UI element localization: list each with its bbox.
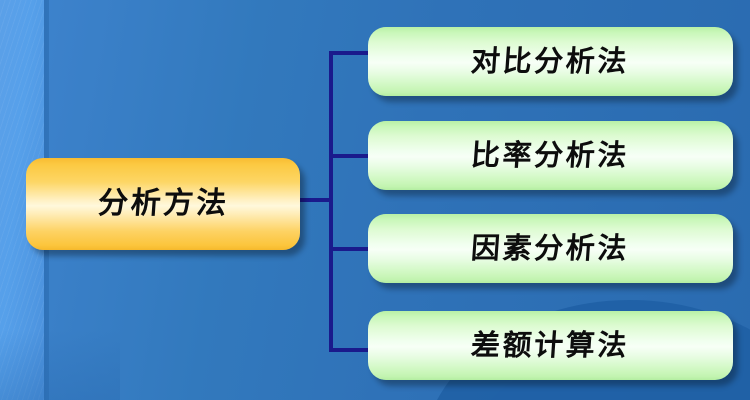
node-branch-1-label: 比率分析法 xyxy=(470,138,631,172)
node-branch-0-label: 对比分析法 xyxy=(470,44,631,78)
node-root-label: 分析方法 xyxy=(96,186,230,221)
node-branch-3-label: 差额计算法 xyxy=(470,328,631,362)
background-bottom-left-fade xyxy=(0,330,120,400)
node-branch-1[interactable]: 比率分析法 xyxy=(368,121,733,190)
node-branch-2[interactable]: 因素分析法 xyxy=(368,214,733,283)
node-branch-0[interactable]: 对比分析法 xyxy=(368,27,733,96)
node-branch-3[interactable]: 差额计算法 xyxy=(368,311,733,380)
node-branch-2-label: 因素分析法 xyxy=(470,231,631,265)
node-root[interactable]: 分析方法 xyxy=(26,158,300,250)
